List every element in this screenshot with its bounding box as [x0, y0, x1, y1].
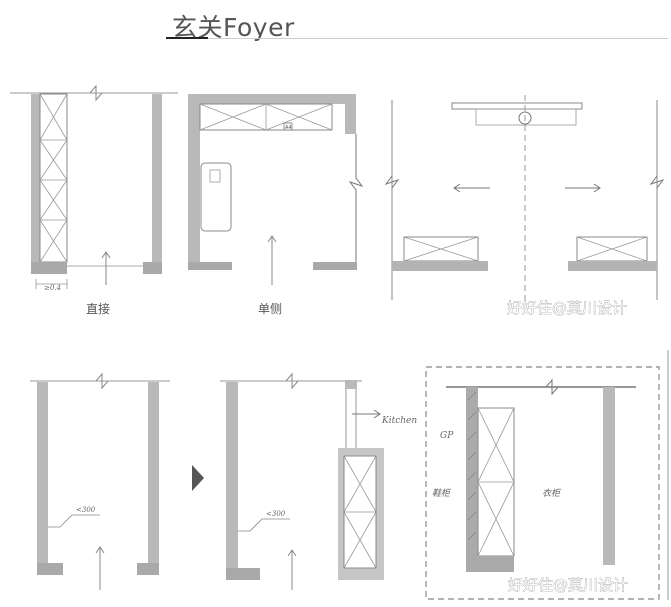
title-underline: [166, 37, 208, 39]
break-wall: [348, 134, 364, 262]
watermark-top: 好好住@莫川设计: [507, 299, 627, 317]
note-gp: GP: [440, 431, 454, 441]
wall-end-left: [188, 262, 232, 270]
note-clothes: 衣柜: [542, 488, 562, 499]
wall-end-left: [31, 262, 67, 274]
diagram-bottom-right: GP 鞋柜 衣柜 好好住@莫川设计: [425, 366, 660, 600]
diagram-label-direct: 直接: [86, 301, 110, 316]
highlight-frame: [425, 366, 660, 600]
watermark-bottom: 好好住@莫川设计: [508, 576, 628, 594]
diagram-direct: ≥0.4 直接: [10, 84, 178, 316]
right-wall-stub: [345, 94, 356, 134]
diagram-corridor: 好好住@莫川设计: [384, 95, 665, 317]
transition-arrow-icon: [192, 465, 204, 491]
light-fixture-icon: [518, 111, 532, 125]
tag-label: A4: [285, 125, 292, 131]
diagram-bottom-mid: Kitchen <300: [220, 372, 417, 590]
ceiling-element: [451, 102, 583, 110]
dimension-note: <300: [266, 510, 286, 518]
wall-end-right: [143, 262, 162, 274]
wall-bottom-left: [392, 261, 488, 271]
left-wall: [188, 94, 200, 270]
dimension-leader: [238, 518, 290, 532]
left-wall: [31, 94, 40, 274]
tag-box: [283, 122, 293, 131]
dimension-note: <300: [76, 506, 96, 514]
diagram-label-single-side: 单侧: [258, 302, 282, 316]
dimension-leader: [48, 514, 100, 528]
wardrobe: [39, 93, 68, 263]
right-wall: [148, 382, 159, 575]
title-rule: [208, 38, 668, 39]
diagram-bottom-left: <300: [30, 372, 170, 590]
break-mark: [89, 84, 103, 102]
dimension-note: ≥0.4: [44, 284, 61, 292]
left-wall: [466, 387, 478, 572]
diagram-single-side: A4 单侧: [188, 94, 364, 316]
left-wall: [37, 382, 48, 575]
top-wall: [188, 94, 356, 104]
wall-bottom-right: [568, 261, 657, 271]
bench: [200, 162, 232, 232]
right-wall: [152, 94, 162, 274]
note-shoe: 鞋柜: [432, 488, 452, 499]
wall-end-right: [313, 262, 357, 270]
left-wall: [226, 382, 238, 580]
wardrobe-cross-hatch: [39, 93, 68, 263]
right-wall: [603, 387, 615, 565]
kitchen-note: Kitchen: [381, 416, 417, 426]
